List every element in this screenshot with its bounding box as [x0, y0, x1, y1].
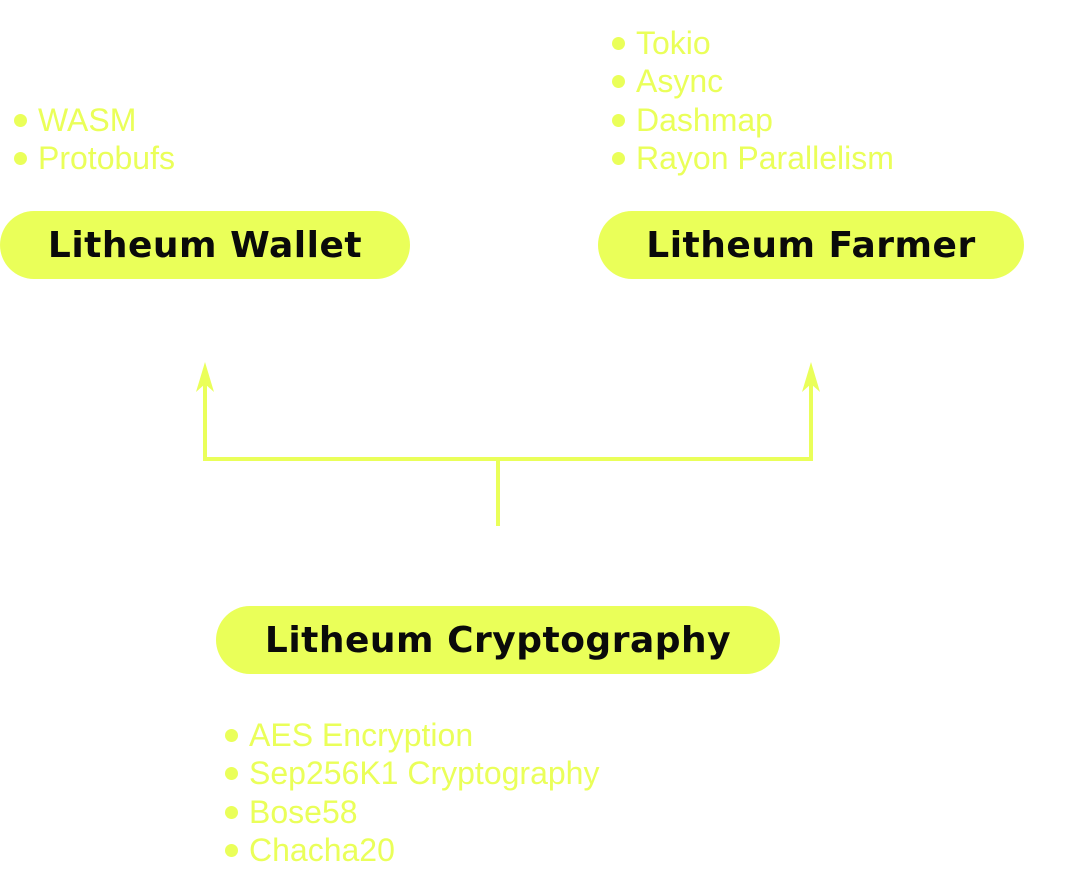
list-item-label: Chacha20: [249, 832, 395, 869]
list-item-label: WASM: [38, 101, 137, 138]
list-item: Protobufs: [14, 140, 175, 179]
farmer-node: Litheum Farmer: [598, 211, 1024, 279]
farmer-node-label: Litheum Farmer: [646, 224, 976, 266]
bullet-icon: [612, 152, 625, 166]
bullet-icon: [225, 728, 238, 742]
list-item-label: Bose58: [249, 793, 358, 830]
bullet-icon: [225, 805, 238, 819]
cryptography-tech-list: AES Encryption Sep256K1 Cryptography Bos…: [225, 716, 599, 870]
list-item: Rayon Parallelism: [612, 140, 894, 179]
list-item-label: Sep256K1 Cryptography: [249, 755, 600, 792]
farmer-tech-list: Tokio Async Dashmap Rayon Parallelism: [612, 24, 894, 178]
list-item: Chacha20: [225, 832, 599, 871]
bullet-icon: [225, 844, 238, 858]
wallet-node: Litheum Wallet: [0, 211, 410, 279]
arrowhead-wallet-icon: [196, 362, 214, 392]
arrowhead-farmer-icon: [802, 362, 820, 392]
bullet-icon: [14, 152, 27, 166]
list-item-label: Tokio: [636, 24, 711, 61]
bullet-icon: [14, 113, 27, 127]
list-item: WASM: [14, 101, 175, 140]
list-item: Async: [612, 63, 894, 102]
list-item-label: AES Encryption: [249, 716, 474, 753]
wallet-tech-list: WASM Protobufs: [14, 101, 175, 178]
list-item: Tokio: [612, 24, 894, 63]
bullet-icon: [612, 36, 625, 50]
list-item-label: Dashmap: [636, 101, 773, 138]
bullet-icon: [612, 75, 625, 89]
bullet-icon: [612, 113, 625, 127]
list-item: Dashmap: [612, 101, 894, 140]
wallet-node-label: Litheum Wallet: [47, 224, 363, 266]
list-item-label: Rayon Parallelism: [636, 140, 894, 177]
branch-line: [203, 383, 813, 461]
list-item: Bose58: [225, 793, 599, 832]
list-item: Sep256K1 Cryptography: [225, 755, 599, 794]
bullet-icon: [225, 767, 238, 781]
list-item-label: Async: [636, 63, 724, 100]
list-item: AES Encryption: [225, 716, 599, 755]
cryptography-node-label: Litheum Cryptography: [264, 619, 732, 661]
cryptography-node: Litheum Cryptography: [216, 606, 780, 674]
list-item-label: Protobufs: [38, 140, 175, 177]
